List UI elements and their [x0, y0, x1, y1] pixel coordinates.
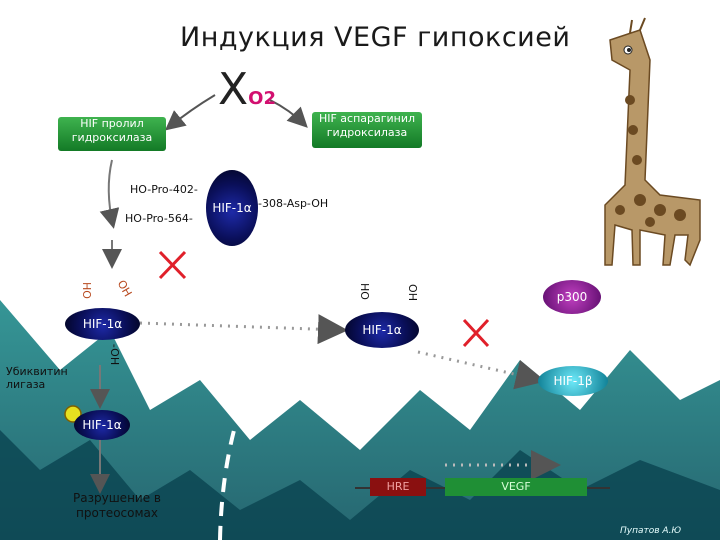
asparaginyl-hydroxylase-box: HIF аспарагинил гидроксилаза	[312, 112, 422, 148]
hif1a-oval-right: HIF-1α	[345, 312, 419, 348]
vegf-box: VEGF	[445, 478, 587, 496]
giraffe-illustration	[604, 17, 701, 267]
asp308-label: -308-Asp-OH	[258, 197, 329, 210]
hif1b-oval: HIF-1β	[538, 366, 608, 396]
slide-title: Индукция VEGF гипоксией	[180, 22, 571, 53]
ho-label-right: HO	[357, 283, 371, 300]
author-credit: Пупатов А.Ю	[620, 526, 682, 536]
degradation-label: Разрушение в протеосомах	[73, 491, 161, 520]
pro564-label: HO-Pro-564-	[125, 212, 193, 225]
oh-label-left-rotated: HO	[79, 282, 93, 299]
p300-oval: p300	[543, 280, 601, 314]
hre-box: HRE	[370, 478, 426, 496]
oxygen-label: XO2	[218, 68, 276, 112]
ubiquitin-ligase-label: Убиквитин лигаза	[6, 365, 68, 391]
oxygen-subscript: 2	[263, 88, 276, 109]
block-mark-p300	[462, 318, 490, 348]
block-mark-hydroxylation	[158, 250, 187, 280]
oh-label-right: OH	[405, 284, 419, 301]
hif1a-oval-left: HIF-1α	[65, 308, 140, 340]
oxygen-o: O	[248, 88, 264, 109]
hif1a-oval-bottom: HIF-1α	[74, 410, 130, 440]
mountain-highlights	[0, 430, 720, 540]
oh-label-left: -OH	[108, 343, 122, 366]
hif1a-oval-top: HIF-1α	[206, 170, 258, 246]
prolyl-hydroxylase-box: HIF пролил гидроксилаза	[58, 117, 166, 151]
pro402-label: HO-Pro-402-	[130, 183, 198, 196]
oxygen-x: X	[218, 64, 249, 115]
